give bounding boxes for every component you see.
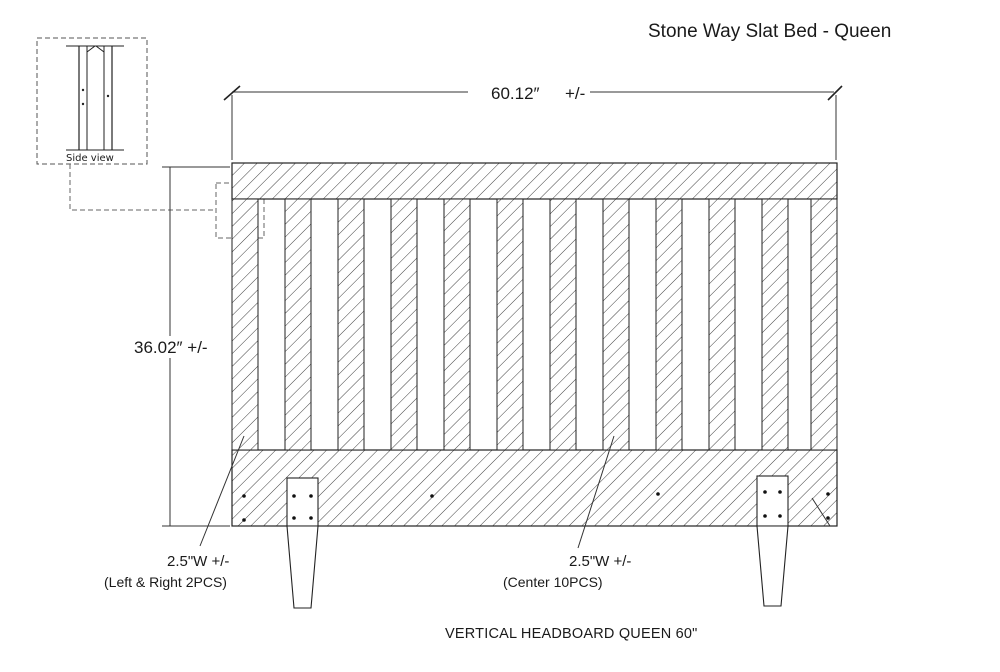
right-leg	[756, 475, 789, 607]
side-view-detail: Side view	[36, 37, 148, 165]
center-slats-note: (Center 10PCS)	[503, 574, 603, 590]
center-slats-width: 2.5"W +/-	[569, 553, 631, 570]
slat	[549, 198, 577, 451]
bottom-rail	[231, 449, 838, 527]
side-view-label: Side view	[66, 153, 114, 164]
slat	[337, 198, 365, 451]
slat	[655, 198, 683, 451]
drawing-title: Stone Way Slat Bed - Queen	[648, 21, 891, 42]
slat	[443, 198, 471, 451]
slat	[810, 198, 838, 451]
width-dimension: 60.12″ +/-	[223, 84, 843, 160]
screw-holes	[242, 492, 830, 522]
height-dimension: 36.02″ +/-	[132, 166, 230, 527]
drawing-caption: VERTICAL HEADBOARD QUEEN 60"	[445, 626, 697, 642]
right-rail-mark	[811, 497, 831, 527]
width-tolerance: +/-	[565, 84, 585, 103]
outer-slat-leader	[199, 435, 245, 547]
slat	[284, 198, 312, 451]
height-label: 36.02″ +/-	[134, 338, 208, 357]
outer-slats-width: 2.5"W +/-	[167, 553, 229, 570]
slat	[496, 198, 524, 451]
outer-slats-callout: 2.5"W +/- (Left & Right 2PCS)	[104, 553, 229, 590]
slat	[761, 198, 789, 451]
slats	[231, 198, 838, 451]
outer-slats-note: (Left & Right 2PCS)	[104, 574, 227, 590]
headboard	[231, 162, 838, 527]
slat	[390, 198, 418, 451]
slat	[231, 198, 259, 451]
center-slat-leader	[577, 435, 615, 549]
left-leg	[286, 477, 319, 609]
slat	[602, 198, 630, 451]
center-slats-callout: 2.5"W +/- (Center 10PCS)	[503, 553, 631, 590]
width-value: 60.12″	[491, 84, 540, 103]
side-view-leader	[69, 164, 216, 211]
top-rail	[231, 162, 838, 200]
slat	[708, 198, 736, 451]
